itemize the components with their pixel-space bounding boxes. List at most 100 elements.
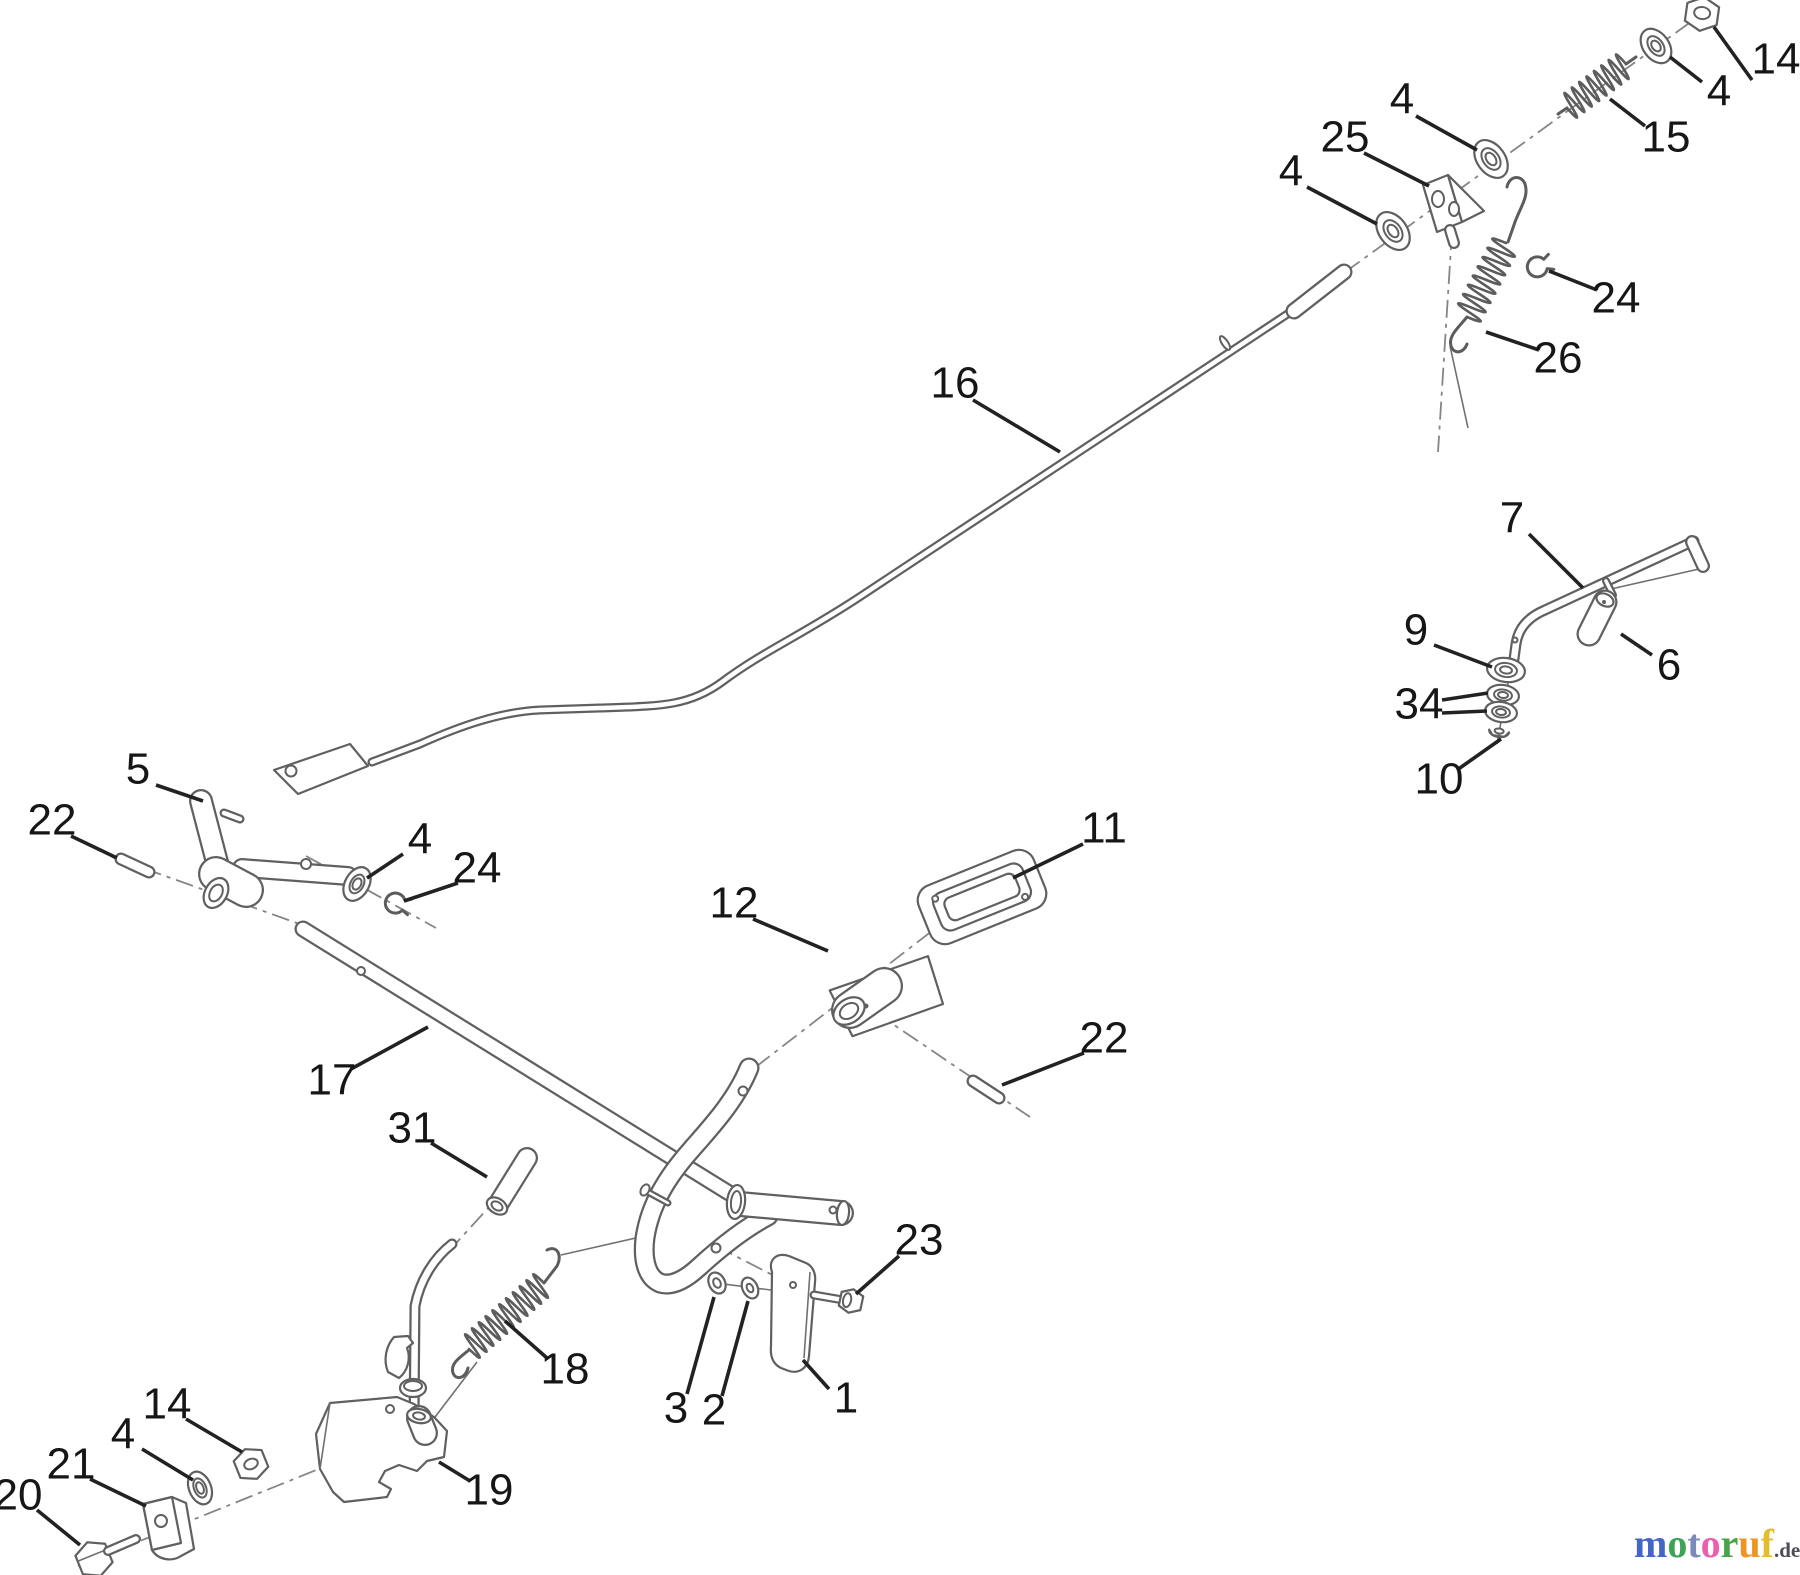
pedal-arm: [633, 1057, 854, 1295]
part-6-knob: [1576, 589, 1618, 647]
callout-9: 9: [1404, 606, 1428, 655]
callout-leader-19: [438, 1460, 471, 1483]
washer-9: [1486, 656, 1526, 684]
washer-4-left: [342, 866, 372, 902]
nut-14-bottom: [232, 1448, 270, 1480]
callout-17: 17: [308, 1056, 357, 1105]
logo-letter-f: f: [1760, 1521, 1774, 1566]
hairpin-clip: [639, 1183, 672, 1207]
callout-leader-4: [366, 852, 404, 880]
callout-leader-7: [1527, 532, 1585, 590]
pin-22-right: [968, 1076, 1004, 1103]
callout-12: 12: [710, 879, 759, 928]
part-17-shaft: [294, 920, 738, 1202]
callout-25: 25: [1321, 113, 1370, 162]
nut-3: [707, 1271, 727, 1295]
nut-14-top: [1683, 0, 1721, 32]
e-clip-24-top: [1525, 252, 1556, 279]
callout-leader-34: [1441, 691, 1489, 702]
washer-4a: [1375, 211, 1411, 251]
callout-4: 4: [408, 815, 432, 864]
callout-leader-16: [972, 398, 1061, 454]
callout-leader-1: [801, 1358, 831, 1391]
callout-10: 10: [1415, 755, 1464, 804]
callout-leader-34: [1441, 709, 1488, 715]
callout-leader-14: [185, 1417, 243, 1454]
callout-24: 24: [453, 844, 502, 893]
callout-leader-25: [1363, 151, 1430, 188]
callout-leader-4: [141, 1447, 194, 1482]
callout-4: 4: [1279, 147, 1303, 196]
callout-leader-4: [1415, 114, 1478, 152]
callout-15: 15: [1642, 113, 1691, 162]
callout-leader-14: [1712, 25, 1754, 82]
callout-leader-5: [155, 783, 204, 803]
pivot-flange: [725, 1183, 747, 1221]
part-1-pedal: [769, 1253, 817, 1373]
handle-rod: [384, 1238, 458, 1430]
part-25-bracket: [1421, 173, 1486, 249]
callout-22: 22: [28, 796, 77, 845]
logo-letter-m: m: [1634, 1521, 1668, 1566]
callout-19: 19: [465, 1466, 514, 1515]
callout-leader-20: [35, 1508, 82, 1547]
logo-letter-o: o: [1667, 1521, 1688, 1566]
callout-leader-31: [430, 1141, 488, 1179]
washer-4-bottom: [186, 1470, 214, 1506]
logo-suffix: .de: [1774, 1538, 1800, 1562]
callout-leader-10: [1455, 737, 1503, 772]
callout-leader-11: [1012, 842, 1084, 880]
rod-flat-end: [272, 742, 370, 796]
callout-7: 7: [1500, 494, 1524, 543]
washer-4b: [1473, 139, 1509, 179]
callout-20: 20: [0, 1471, 42, 1520]
logo-letter-t: t: [1687, 1521, 1701, 1566]
part-12-bushing-plate: [828, 955, 945, 1038]
part-21-bracket: [141, 1495, 196, 1561]
washer-2: [740, 1276, 760, 1300]
callout-3: 3: [664, 1384, 688, 1433]
callout-5: 5: [126, 745, 150, 794]
callout-leader-9: [1433, 643, 1493, 669]
pawl-hook: [384, 1334, 415, 1380]
callout-22: 22: [1080, 1014, 1129, 1063]
callout-31: 31: [388, 1104, 437, 1153]
motoruf-logo[interactable]: motoruf.de: [1634, 1524, 1800, 1568]
callout-leader-4: [1306, 185, 1378, 226]
callout-2: 2: [702, 1386, 726, 1435]
callout-leader-2: [720, 1300, 750, 1397]
callout-21: 21: [47, 1440, 96, 1489]
callout-4: 4: [111, 1410, 135, 1459]
callout-11: 11: [1081, 804, 1127, 853]
callout-18: 18: [541, 1345, 590, 1394]
callout-leader-23: [854, 1254, 901, 1296]
part-5-lever: [189, 789, 358, 910]
callout-leader-26: [1485, 330, 1540, 352]
part-19-bracket: [314, 1395, 449, 1504]
callout-leader-12: [752, 917, 829, 953]
part-11-pedal-pad: [916, 848, 1048, 946]
part-18-spring: [450, 1247, 561, 1380]
callout-leader-22: [1001, 1051, 1085, 1087]
part-26-spring: [1448, 176, 1528, 354]
callout-24: 24: [1592, 274, 1641, 323]
logo-letter-u: u: [1738, 1521, 1761, 1566]
callout-6: 6: [1657, 641, 1681, 690]
callout-26: 26: [1534, 334, 1583, 383]
callout-leader-4: [1668, 55, 1704, 84]
callout-leader-3: [685, 1296, 716, 1395]
callout-16: 16: [931, 359, 980, 408]
callout-leader-17: [350, 1025, 429, 1071]
callout-leader-22: [70, 834, 118, 860]
part-31-spacer: [485, 1147, 538, 1216]
callout-leader-18: [503, 1319, 549, 1360]
logo-letter-o: o: [1700, 1521, 1721, 1566]
pin-22-left: [116, 854, 154, 877]
callout-34: 34: [1395, 680, 1444, 729]
centerlines: [77, 7, 1711, 1567]
part-7-rod: [1508, 535, 1710, 665]
callout-leader-21: [89, 1477, 147, 1508]
callout-leader-24: [1548, 269, 1598, 292]
callout-leader-24: [403, 881, 459, 903]
